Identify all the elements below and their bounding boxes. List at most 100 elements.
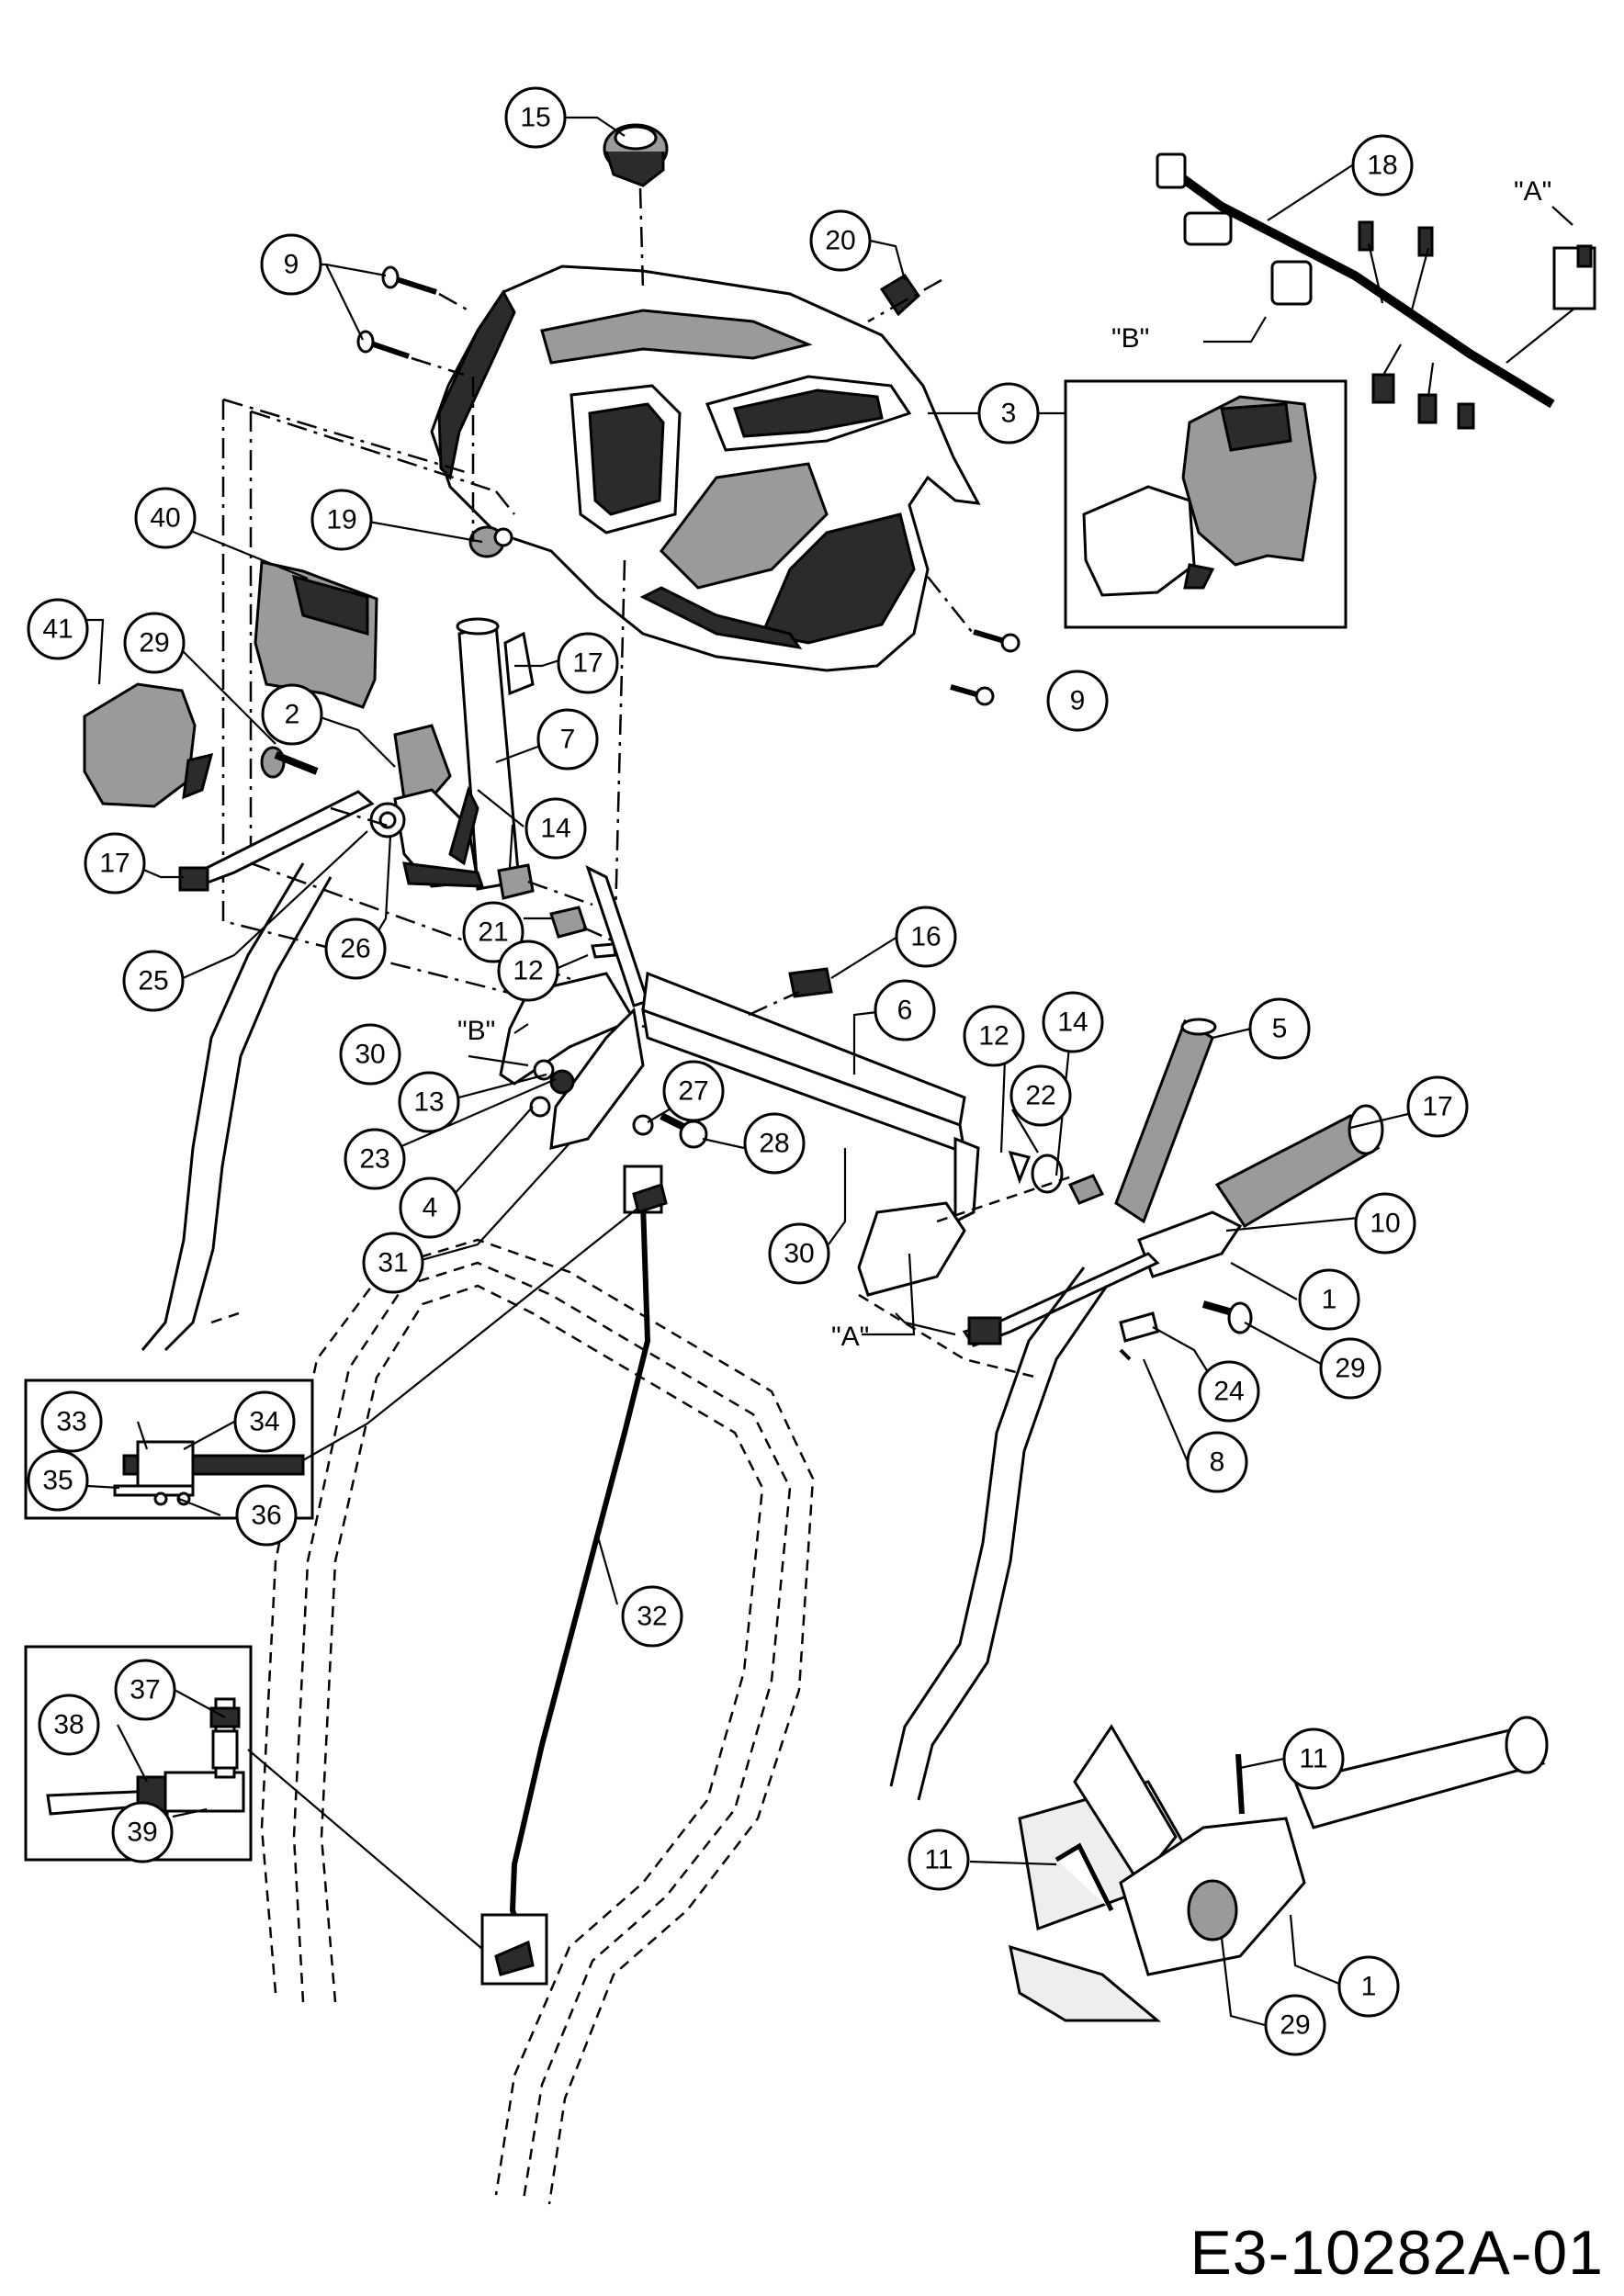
svg-text:15: 15 <box>520 103 550 133</box>
callout-11-left: 11 <box>908 1829 970 1891</box>
svg-text:12: 12 <box>513 956 543 986</box>
callout-38: 38 <box>38 1694 100 1756</box>
callout-29-left: 29 <box>123 612 186 674</box>
callout-29-lower: 29 <box>1264 1994 1326 2056</box>
callout-34: 34 <box>233 1390 296 1453</box>
callout-8: 8 <box>1186 1431 1248 1493</box>
callout-24: 24 <box>1198 1360 1260 1423</box>
callout-41: 41 <box>27 598 89 660</box>
callout-13: 13 <box>398 1071 460 1133</box>
small-parts-upper <box>497 863 626 959</box>
callout-39: 39 <box>111 1801 174 1863</box>
callout-10: 10 <box>1354 1192 1416 1255</box>
svg-text:7: 7 <box>560 725 576 755</box>
svg-text:34: 34 <box>249 1407 279 1437</box>
handle-grip <box>83 682 214 808</box>
svg-text:17: 17 <box>1422 1092 1452 1122</box>
svg-text:18: 18 <box>1367 151 1397 181</box>
svg-text:17: 17 <box>572 648 603 679</box>
callout-36: 36 <box>235 1484 298 1547</box>
svg-text:5: 5 <box>1272 1014 1288 1044</box>
callout-20: 20 <box>809 209 872 272</box>
svg-text:21: 21 <box>478 917 508 948</box>
bolt-pair-top <box>356 265 469 377</box>
svg-text:11: 11 <box>1299 1744 1327 1774</box>
callout-12-right: 12 <box>963 1005 1025 1067</box>
callout-32: 32 <box>621 1585 683 1648</box>
svg-text:17: 17 <box>99 849 130 879</box>
document-id: E3-10282A-01 <box>1190 2218 1604 2288</box>
svg-text:29: 29 <box>139 628 169 658</box>
lower-handle <box>260 1238 815 2205</box>
callout-1-upper: 1 <box>1298 1268 1360 1331</box>
callout-35: 35 <box>27 1449 89 1512</box>
left-control-assembly <box>178 617 535 892</box>
callout-7: 7 <box>536 708 599 771</box>
callout-30-left: 30 <box>339 1023 401 1086</box>
callout-25: 25 <box>122 950 185 1012</box>
callout-3: 3 <box>977 382 1040 445</box>
callout-1-lower: 1 <box>1337 1955 1400 2018</box>
callout-29-right: 29 <box>1319 1337 1382 1400</box>
svg-text:40: 40 <box>150 503 180 534</box>
callout-15: 15 <box>504 86 567 149</box>
callout-14-upper: 14 <box>524 797 587 860</box>
svg-text:23: 23 <box>359 1144 389 1175</box>
callout-2: 2 <box>261 683 323 746</box>
callout-28: 28 <box>743 1112 806 1175</box>
callout-30-right: 30 <box>768 1222 830 1285</box>
svg-text:38: 38 <box>53 1710 84 1740</box>
callout-9-top: 9 <box>260 233 322 296</box>
callout-21: 21 <box>462 901 524 963</box>
callout-5: 5 <box>1248 997 1311 1060</box>
svg-text:6: 6 <box>897 996 913 1026</box>
svg-text:3: 3 <box>1001 399 1017 429</box>
svg-text:41: 41 <box>42 614 73 645</box>
callout-19: 19 <box>310 489 373 551</box>
svg-text:31: 31 <box>378 1248 408 1278</box>
callout-14-right: 14 <box>1042 991 1104 1053</box>
svg-text:32: 32 <box>637 1602 667 1632</box>
ref-label-b-top: "B" <box>1111 323 1149 354</box>
pivot-detail <box>1009 1716 1549 2022</box>
clip <box>867 273 942 323</box>
svg-text:27: 27 <box>678 1076 708 1107</box>
svg-text:9: 9 <box>284 250 299 280</box>
svg-text:1: 1 <box>1322 1285 1337 1315</box>
svg-text:30: 30 <box>355 1040 385 1070</box>
svg-text:33: 33 <box>56 1407 86 1437</box>
svg-text:39: 39 <box>127 1818 157 1848</box>
bolt-pair-right <box>927 576 1021 706</box>
center-hardware <box>529 1059 708 1149</box>
svg-text:8: 8 <box>1210 1447 1225 1478</box>
svg-text:12: 12 <box>978 1021 1009 1052</box>
ref-label-a-top: "A" <box>1514 176 1551 207</box>
callout-4: 4 <box>399 1176 461 1239</box>
callout-6: 6 <box>874 979 936 1041</box>
svg-text:26: 26 <box>340 934 370 964</box>
svg-text:19: 19 <box>326 505 356 535</box>
ref-label-b-left: "B" <box>457 1016 495 1046</box>
svg-text:35: 35 <box>42 1466 73 1496</box>
callout-12-upper: 12 <box>497 940 559 1002</box>
svg-text:37: 37 <box>130 1675 160 1705</box>
svg-text:2: 2 <box>285 700 300 730</box>
svg-text:28: 28 <box>759 1129 789 1159</box>
svg-text:30: 30 <box>784 1239 814 1269</box>
svg-text:29: 29 <box>1335 1354 1365 1384</box>
svg-text:11: 11 <box>924 1845 953 1875</box>
callout-16: 16 <box>895 906 957 968</box>
svg-text:13: 13 <box>413 1087 444 1118</box>
left-handle-tube <box>141 862 333 1352</box>
svg-text:9: 9 <box>1070 686 1086 716</box>
callout-23: 23 <box>344 1128 406 1190</box>
svg-text:29: 29 <box>1280 2010 1310 2041</box>
crossbar <box>499 865 980 1224</box>
svg-text:14: 14 <box>1057 1007 1088 1038</box>
shift-rod <box>480 1165 668 1986</box>
right-control-assembly <box>857 1018 1384 1379</box>
callout-17-right: 17 <box>1406 1075 1469 1138</box>
callout-26: 26 <box>324 917 387 980</box>
callout-31: 31 <box>362 1232 424 1294</box>
